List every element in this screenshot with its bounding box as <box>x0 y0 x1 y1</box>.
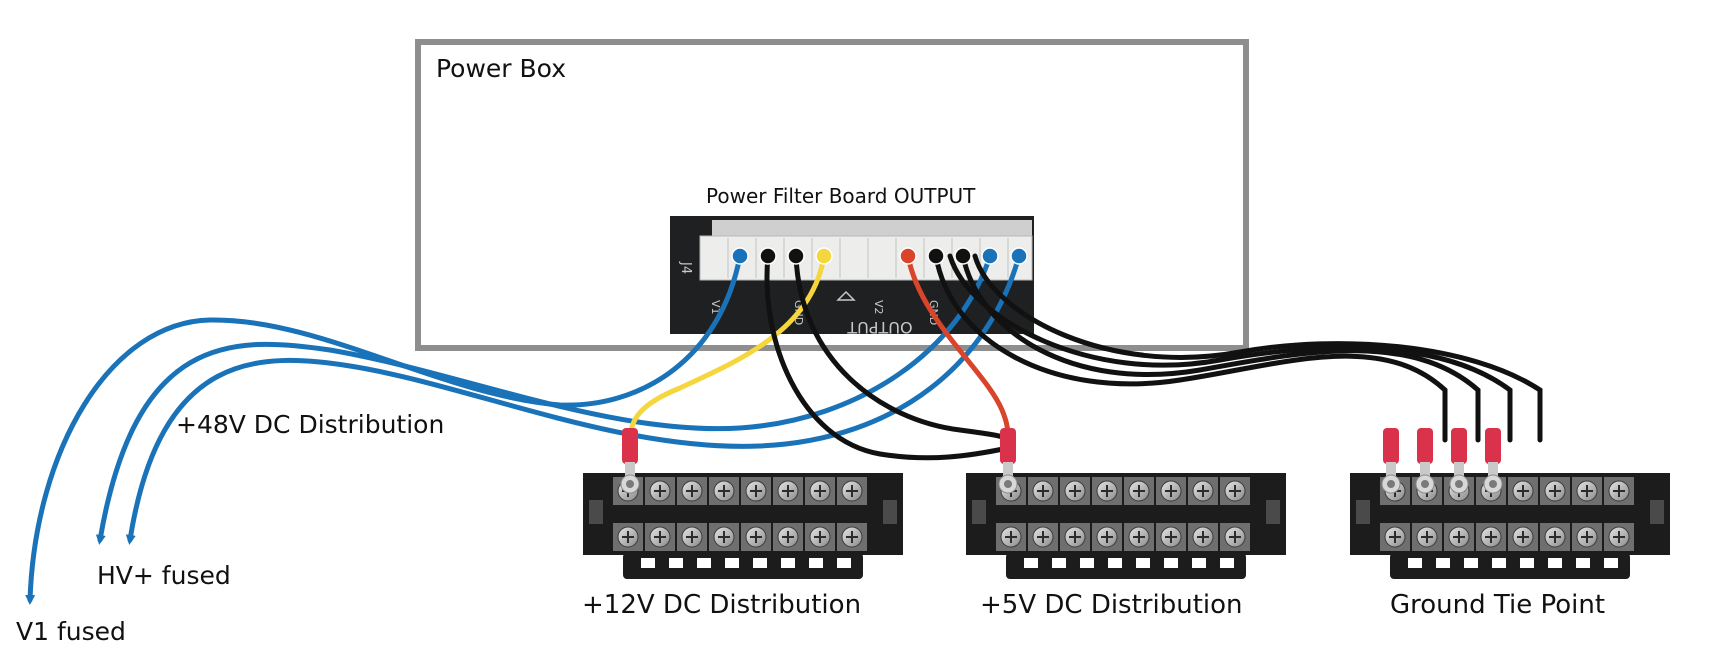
pin-black <box>954 247 972 265</box>
pin-red <box>899 247 917 265</box>
wire-black-5v-2 <box>793 253 1011 443</box>
crimp-terminal <box>1415 428 1435 494</box>
wire-black-gnd-2 <box>960 253 1481 443</box>
pin-black <box>927 247 945 265</box>
wire-blue-hv-1 <box>95 253 993 545</box>
wire-black-gnd-1 <box>933 253 1448 443</box>
wire-black-gnd-4 <box>972 253 1543 443</box>
silk-output: OUTPUT <box>847 318 912 337</box>
ground-tie-label: Ground Tie Point <box>1390 590 1606 620</box>
dist-12v-label: +12V DC Distribution <box>582 590 862 620</box>
pin-yellow <box>815 247 833 265</box>
v1-fused-label: V1 fused <box>16 617 126 646</box>
terminal-block-ground <box>1350 473 1670 579</box>
silk-v2: V2 <box>872 300 885 315</box>
dist-5v-label: +5V DC Distribution <box>980 590 1243 620</box>
silk-j4: J4 <box>678 261 693 274</box>
silk-v1: V1 <box>709 300 722 315</box>
crimp-terminal <box>1449 428 1469 494</box>
terminal-block-5v <box>966 473 1286 579</box>
board-output-label: Power Filter Board OUTPUT <box>706 184 976 208</box>
terminal-blocks <box>583 473 1670 579</box>
crimp-terminal <box>620 428 640 494</box>
wire-black-5v-1 <box>764 253 1011 461</box>
power-filter-board: J4 OUTPUT GND GND V1 V2 <box>670 216 1034 337</box>
pin-blue <box>731 247 749 265</box>
crimp-terminals <box>620 428 1503 494</box>
crimp-terminal <box>1483 428 1503 494</box>
crimp-terminal <box>1381 428 1401 494</box>
wire-black-gnd-3 <box>947 253 1513 443</box>
crimp-terminal <box>998 428 1018 494</box>
hv-fused-label: HV+ fused <box>97 561 231 590</box>
pin-black <box>759 247 777 265</box>
wire-blue-v1 <box>25 253 743 605</box>
dist-48v-label: +48V DC Distribution <box>176 410 445 439</box>
pin-blue <box>981 247 999 265</box>
wire-blue-hv-2 <box>125 253 1022 545</box>
power-box-label: Power Box <box>436 54 567 83</box>
pin-black <box>787 247 805 265</box>
pin-blue <box>1010 247 1028 265</box>
connector-pins <box>731 247 1028 265</box>
